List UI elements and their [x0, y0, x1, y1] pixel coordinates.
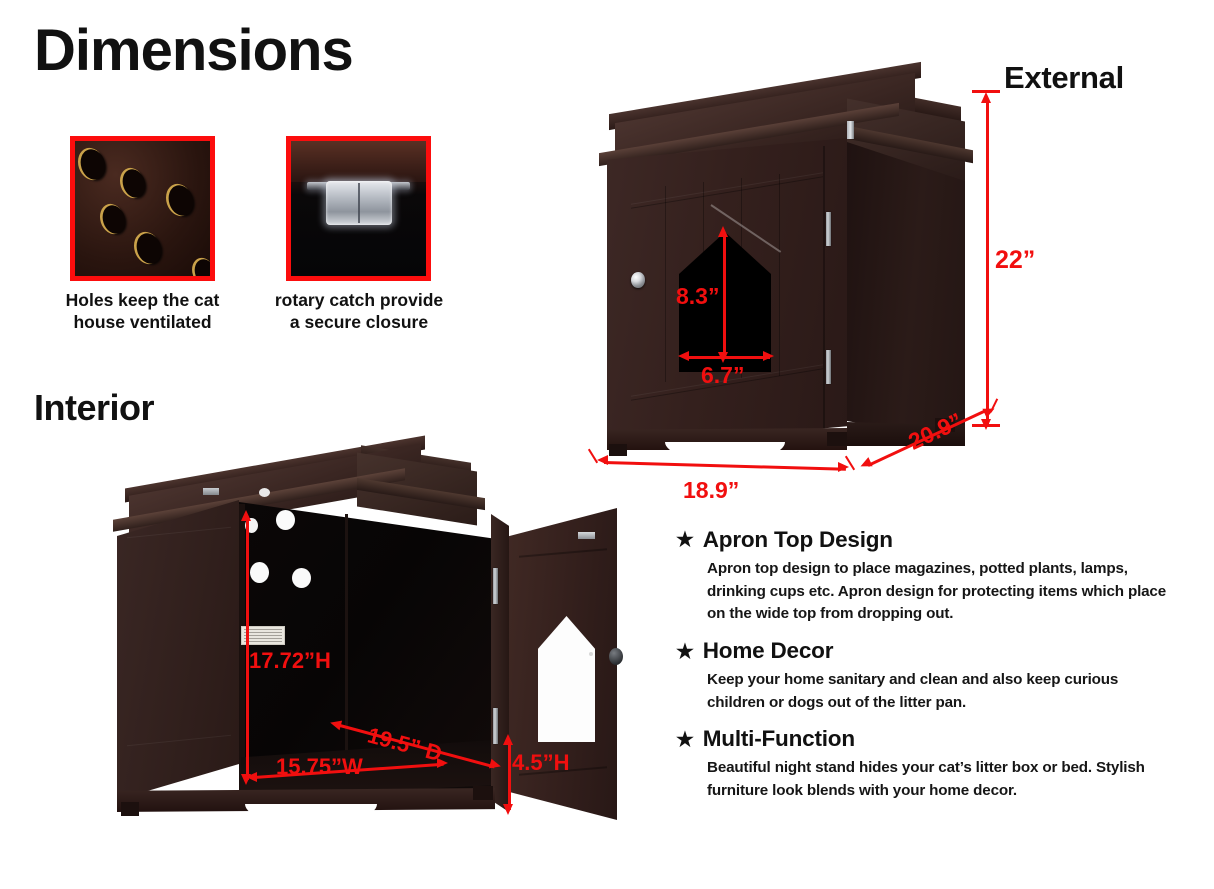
- feature-body: Keep your home sanitary and clean and al…: [707, 670, 1119, 711]
- interior-left-wall: [239, 504, 245, 802]
- base-scallop-cutout: [665, 442, 785, 462]
- base-scallop-cutout: [245, 804, 377, 826]
- star-icon: ★: [676, 640, 694, 663]
- inset-caption-line1: Holes keep the cat: [65, 290, 220, 310]
- feature-heading: ★ Apron Top Design: [676, 527, 1176, 553]
- inset-caption-holes: Holes keep the cat house ventilated: [55, 290, 230, 334]
- feature-title: Apron Top Design: [702, 527, 893, 552]
- foot-back-right: [935, 418, 955, 432]
- foot-right: [473, 786, 493, 800]
- feature-heading: ★ Multi-Function: [676, 727, 1176, 752]
- product-label-sticker: [241, 626, 285, 645]
- rotary-catch-icon: [325, 181, 392, 226]
- star-icon: ★: [676, 728, 694, 751]
- feature-title: Multi-Function: [702, 726, 855, 752]
- cabinet-right-side-face: [847, 142, 965, 442]
- door-bead-groove: [779, 174, 780, 376]
- external-cabinet-photo: [575, 61, 995, 500]
- door-knob-icon: [631, 272, 645, 288]
- feature-heading: ★ Home Decor: [676, 638, 1176, 664]
- vent-hole-icon: [292, 568, 311, 588]
- inset-caption-catch: rotary catch provide a secure closure: [264, 290, 454, 334]
- hinge-icon: [493, 568, 498, 604]
- top-bracket-icon: [203, 488, 219, 495]
- star-icon: ★: [676, 529, 694, 552]
- inset-ventilation-holes: Holes keep the cat house ventilated: [66, 136, 230, 334]
- hinge-icon: [826, 212, 831, 246]
- dimension-external-depth: 20.9”: [858, 398, 1010, 490]
- ventilation-holes-photo: [70, 136, 215, 281]
- interior-rear-divider: [345, 514, 348, 786]
- hinge-icon: [493, 708, 498, 744]
- door-right-edge: [823, 146, 825, 446]
- catch-wood-edge: [291, 141, 426, 182]
- vent-hole-icon: [259, 488, 270, 497]
- top-bracket-icon: [847, 121, 854, 139]
- feature-item: ★ Multi-Function Beautiful night stand h…: [676, 727, 1176, 802]
- feature-item: ★ Apron Top Design Apron top design to p…: [676, 527, 1176, 626]
- interior-cabinet-photo: [95, 435, 623, 840]
- page-title: Dimensions: [34, 18, 354, 83]
- feature-body: Beautiful night stand hides your cat’s l…: [707, 759, 1145, 800]
- door-knob-icon: [609, 648, 623, 665]
- section-title-interior: Interior: [34, 387, 155, 428]
- inset-caption-line1: rotary catch provide: [274, 290, 444, 310]
- door-bead-groove: [665, 186, 666, 382]
- inset-rotary-catch: rotary catch provide a secure closure: [275, 136, 454, 334]
- inset-caption-line2: a secure closure: [289, 311, 429, 332]
- hinge-icon: [826, 350, 831, 384]
- inset-caption-line2: house ventilated: [73, 311, 212, 332]
- foot-left: [609, 444, 627, 456]
- foot-left: [121, 802, 139, 816]
- feature-body: Apron top design to place magazines, pot…: [707, 559, 1167, 623]
- vent-hole-icon: [276, 510, 295, 530]
- feature-list: ★ Apron Top Design Apron top design to p…: [676, 527, 1176, 816]
- cabinet-left-side-face: [117, 500, 239, 800]
- door-bracket-icon: [578, 532, 595, 539]
- feature-item: ★ Home Decor Keep your home sanitary and…: [676, 638, 1176, 714]
- vent-hole-icon: [250, 562, 269, 583]
- foot-right: [827, 432, 847, 446]
- section-title-external: External: [1004, 60, 1124, 95]
- feature-title: Home Decor: [702, 638, 834, 664]
- rotary-catch-photo: [286, 136, 431, 281]
- door-screw-icon: [589, 652, 593, 656]
